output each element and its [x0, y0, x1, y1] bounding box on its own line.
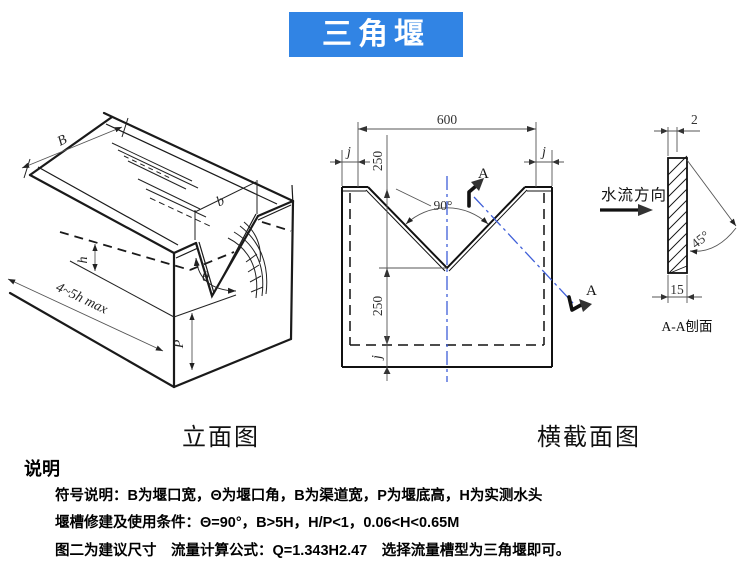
end-face-top-edge-double	[175, 204, 292, 259]
profile-view: 水流方向 45° 2	[600, 112, 737, 334]
water-level-dashed-front	[59, 231, 191, 271]
cross-section-view: 600 j j 250 250 j	[330, 112, 597, 382]
water-jet	[227, 221, 268, 299]
channel-top-back-edge	[102, 111, 295, 203]
plate-hatching	[667, 155, 688, 275]
weir-plate	[667, 157, 688, 274]
dim-600-ext	[357, 122, 537, 187]
dim-15-label: 15	[670, 282, 684, 297]
water-surface-sketch	[111, 142, 213, 228]
bevel-line	[686, 159, 737, 227]
theta-label: θ	[202, 270, 209, 285]
notch-angle-label: 90°	[434, 198, 453, 213]
technical-drawing: θ B b h P 4~5h max	[7, 111, 737, 389]
channel-top-left-edge	[28, 115, 114, 177]
theta-angle-arc	[193, 257, 237, 294]
bevel-angle-arc	[689, 227, 737, 255]
section-arrow-upper	[467, 178, 484, 208]
section-label-lower: A	[586, 283, 597, 299]
outer-wall-outline	[341, 186, 553, 368]
dim-j-left-label: j	[345, 145, 351, 160]
b-width-label: B	[55, 132, 70, 149]
section-cut-line	[473, 196, 574, 304]
channel-top-front-inner-rim	[37, 166, 179, 246]
b-width-dim-line	[21, 126, 123, 169]
note-line-formula: 图二为建议尺寸 流量计算公式：Q=1.343H2.47 选择流量槽型为三角堰即可…	[55, 542, 571, 559]
water-level-dashed-back	[261, 221, 292, 232]
section-arrow-lower	[567, 295, 592, 312]
notch-width-label: b	[214, 194, 227, 211]
dim-2-label: 2	[691, 112, 698, 127]
approach-length-label: 4~5h max	[53, 280, 110, 318]
weir-height-label: P	[172, 339, 187, 349]
flow-direction-label: 水流方向	[601, 186, 667, 204]
dim-j-right-label: j	[540, 145, 546, 160]
cross-section-caption: 横截面图	[537, 425, 641, 451]
elevation-caption: 立面图	[182, 425, 260, 451]
title-banner: 三角堰	[289, 12, 463, 57]
profile-caption: A-A刨面	[662, 319, 713, 334]
end-face-top-edge	[172, 199, 295, 255]
notch-width-ext-lines	[194, 180, 258, 240]
bevel-angle-label: 45°	[688, 228, 712, 251]
dim-250-upper-label: 250	[370, 151, 385, 172]
channel-top-back-inner-rim	[105, 123, 278, 205]
approach-length-dim-line	[7, 278, 164, 352]
dim-j-bottom-label: j	[370, 355, 385, 361]
channel-bottom-right-edge	[172, 337, 293, 389]
dim-600-label: 600	[437, 112, 458, 127]
notch-angle-leader	[395, 188, 432, 207]
channel-top-front-edge	[28, 173, 176, 255]
head-label: h	[76, 257, 91, 264]
v-notch-double	[342, 189, 552, 272]
dim-15-ext	[667, 275, 688, 303]
note-line-conditions: 堰槽修建及使用条件：Θ=90°，B>5H，H/P<1，0.06<H<0.65M	[55, 515, 460, 532]
crest-line-end-face	[173, 294, 237, 318]
flow-direction-arrow	[600, 204, 653, 216]
b-width-ext-ticks	[23, 117, 129, 179]
dim-15-label-bg	[670, 283, 686, 295]
dim-250-lower-label: 250	[370, 296, 385, 317]
elevation-view: θ B b h P 4~5h max	[7, 111, 295, 389]
note-line-symbols: 符号说明：B为堰口宽，Θ为堰口角，B为渠道宽，P为堰底高，H为实测水头	[55, 488, 543, 504]
notes-heading: 说明	[24, 459, 60, 479]
channel-back-right-edge	[289, 199, 295, 341]
section-label-upper: A	[478, 166, 489, 182]
notes-block: 符号说明：B为堰口宽，Θ为堰口角，B为渠道宽，P为堰底高，H为实测水头 堰槽修建…	[55, 483, 745, 565]
